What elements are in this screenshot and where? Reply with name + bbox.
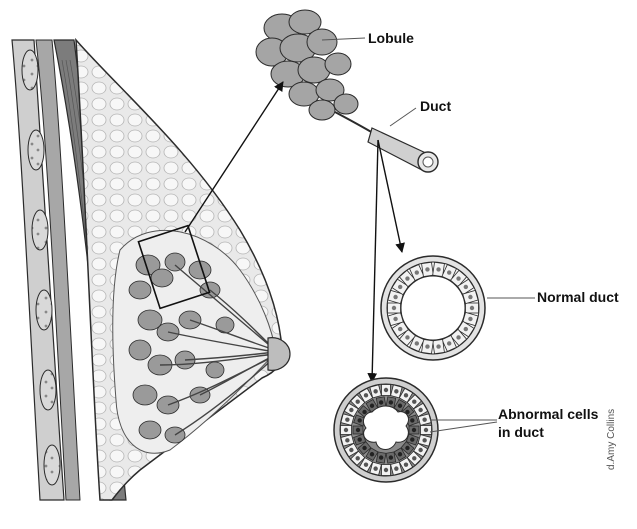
arrow-to-lobule [185,82,283,232]
label-abnormal-line2: in duct [498,424,544,441]
outer-cell-nucleus [424,428,428,432]
epithelial-cell-nucleus [470,306,474,310]
outer-cell-nucleus [373,466,377,470]
outer-cell-nucleus [373,389,377,393]
abnormal-leader-2 [430,422,497,432]
abnormal-cell-nucleus [379,400,383,404]
epithelial-cell-nucleus [447,341,451,345]
outer-cell-nucleus [384,388,388,392]
outer-cell-nucleus [422,417,426,421]
epithelial-cell-nucleus [468,317,472,321]
outer-cell-nucleus [356,456,360,460]
epithelial-cell-nucleus [398,327,402,331]
abnormal-cell-nucleus [357,418,361,422]
abnormal-cell-nucleus [356,428,360,432]
outer-cell-nucleus [394,389,398,393]
epithelial-cell-nucleus [393,295,397,299]
breast [76,40,290,500]
outer-cell-nucleus [344,428,348,432]
label-abnormal-line1: Abnormal cells [498,406,598,423]
epithelial-cell-nucleus [468,295,472,299]
abnormal-cell-nucleus [398,452,402,456]
epithelial-cell-nucleus [392,306,396,310]
abnormal-cell-nucleus [362,410,366,414]
outer-cell-nucleus [349,408,353,412]
epithelial-cell-nucleus [405,335,409,339]
duct-leader [390,108,416,126]
outer-cell-nucleus [345,417,349,421]
epithelial-cell-nucleus [436,344,440,348]
epithelial-cell-nucleus [425,344,429,348]
epithelial-cell-nucleus [464,327,468,331]
abnormal-cell-nucleus [398,404,402,408]
label-normal-duct: Normal duct [537,289,619,306]
normal-duct-cross-section [381,256,485,360]
arrow-to-abnormal-duct [372,140,378,382]
abnormal-cell-nucleus [389,455,393,459]
abnormal-cell-nucleus [389,400,393,404]
outer-cell-nucleus [364,393,368,397]
abnormal-cell-nucleus [405,446,409,450]
outer-cell-nucleus [364,462,368,466]
outer-cell-nucleus [384,468,388,472]
epithelial-cell-nucleus [415,341,419,345]
outer-cell-nucleus [345,438,349,442]
outer-cell-nucleus [394,466,398,470]
outer-cell-nucleus [404,393,408,397]
outer-cell-nucleus [418,448,422,452]
artist-credit: d.Amy Collins [606,409,617,470]
outer-cell-nucleus [356,400,360,404]
outer-cell-nucleus [412,456,416,460]
label-lobule: Lobule [368,30,414,47]
abnormal-cell-nucleus [412,428,416,432]
nipple [268,338,290,371]
epithelial-cell-nucleus [405,276,409,280]
outer-cell-nucleus [422,438,426,442]
abnormal-cell-nucleus [370,404,374,408]
epithelial-cell-nucleus [456,276,460,280]
outer-cell-nucleus [349,448,353,452]
epithelial-cell-nucleus [415,270,419,274]
outer-cell-nucleus [418,408,422,412]
epithelial-cell-nucleus [436,267,440,271]
abnormal-duct-cross-section [334,378,438,482]
epithelial-cell-nucleus [456,335,460,339]
epithelial-cell-nucleus [464,285,468,289]
abnormal-cell-nucleus [410,437,414,441]
label-duct: Duct [420,98,451,115]
abnormal-cell-nucleus [370,452,374,456]
abnormal-cell-nucleus [379,455,383,459]
abnormal-cell-nucleus [362,446,366,450]
epithelial-cell-nucleus [398,285,402,289]
epithelial-cell-nucleus [425,267,429,271]
abnormal-cell-nucleus [357,437,361,441]
abnormal-cell-nucleus [410,418,414,422]
outer-cell-nucleus [412,400,416,404]
epithelial-cell-nucleus [447,270,451,274]
outer-cell-nucleus [404,462,408,466]
epithelial-cell-nucleus [393,317,397,321]
